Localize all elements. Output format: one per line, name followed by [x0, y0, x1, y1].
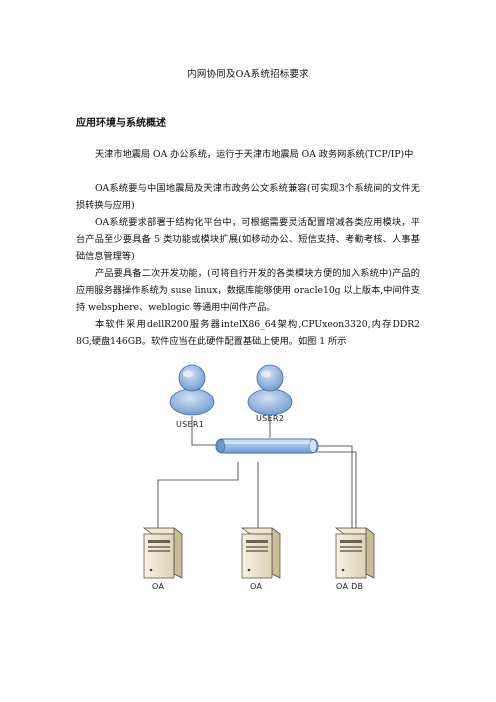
paragraph-development: 产品要具备二次开发功能，(可将自行开发的各类模块方便的加入系统中)产品的应用服务…	[76, 268, 420, 313]
paragraph-platform: OA系统要求部署于结构化平台中，可根据需要灵活配置增减各类应用模块，平台产品至少…	[76, 217, 420, 262]
section-heading: 应用环境与系统概述	[76, 118, 166, 129]
connection-lines	[157, 416, 357, 540]
network-diagram-graphic	[142, 364, 376, 579]
paragraph-environment: 天津市地震局 OA 办公系统，运行于天津市地震局 OA 政务网系统(TCP/IP…	[95, 149, 414, 160]
paragraph-compatibility: OA系统要与中国地震局及天津市政务公文系统兼容(可实现3个系统间的文件无损转换与…	[76, 183, 420, 211]
server2-label: OA	[250, 582, 263, 591]
user2-icon	[247, 364, 293, 416]
user1-label: USER1	[176, 420, 205, 429]
server1-label: OA	[152, 582, 165, 591]
line-bus-server3-a	[316, 445, 353, 540]
server3-label: OA DB	[336, 582, 364, 591]
paragraph-hardware: 本软件采用dellR200服务器intelX86_64架构,CPUxeon332…	[76, 319, 420, 347]
network-bus-icon	[215, 438, 319, 454]
server1-icon	[142, 527, 184, 579]
line-bus-server3-b	[316, 451, 357, 540]
user1-icon	[169, 364, 215, 416]
server3-icon	[334, 527, 376, 579]
user2-label: USER2	[256, 414, 285, 423]
server2-icon	[240, 527, 282, 579]
network-diagram: USER1 USER2 OA OA OA DB	[120, 350, 380, 610]
line-user1-bus	[191, 416, 218, 446]
line-bus-server1	[157, 462, 239, 540]
document-title: 内网协同及OA系统招标要求	[187, 69, 309, 80]
